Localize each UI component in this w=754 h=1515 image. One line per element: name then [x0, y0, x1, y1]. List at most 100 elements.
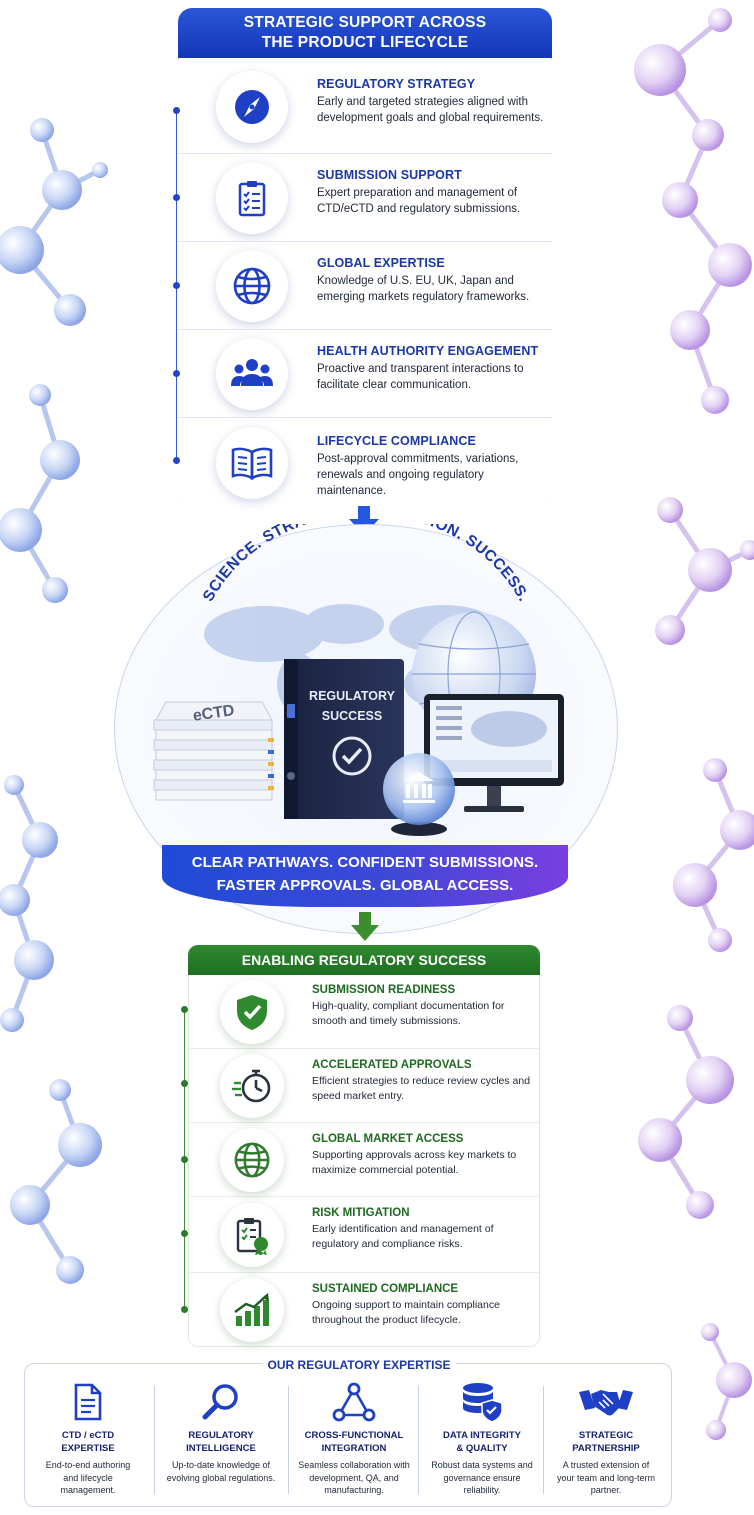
success-item-description: Early identification and management of r… — [312, 1223, 494, 1250]
column-divider — [543, 1386, 544, 1494]
support-item-title: REGULATORY STRATEGY — [317, 77, 476, 91]
expertise-item-title-line-1: CROSS-FUNCTIONAL — [304, 1430, 404, 1441]
column-divider — [288, 1386, 289, 1494]
success-item-title: GLOBAL MARKET ACCESS — [312, 1133, 464, 1145]
compass-icon — [216, 71, 288, 143]
expertise-item-title-line-2: EXPERTISE — [61, 1442, 115, 1454]
hero-illustration: SCIENCE. STRATEGY. SUBMISSION. SUCCESS. … — [153, 524, 564, 836]
support-item-title: GLOBAL EXPERTISE — [317, 256, 445, 270]
svg-text:SCIENCE. STRATEGY. SUBMISSION.: SCIENCE. STRATEGY. SUBMISSION. SUCCESS. — [200, 524, 532, 604]
network-triangle-icon — [290, 1380, 418, 1424]
support-item-title: LIFECYCLE COMPLIANCE — [317, 434, 476, 448]
arc-slogan: SCIENCE. STRATEGY. SUBMISSION. SUCCESS. — [200, 524, 532, 604]
expertise-item-title-line-1: DATA INTEGRITY — [443, 1430, 521, 1441]
open-book-icon — [216, 427, 288, 499]
success-item-global-market-access: GLOBAL MARKET ACCESS Supporting approval… — [188, 1123, 540, 1197]
expertise-item-title-line-2: INTELLIGENCE — [186, 1442, 256, 1454]
stopwatch-icon — [220, 1054, 284, 1118]
binder-label-line-1: REGULATORY — [309, 689, 396, 703]
expertise-item-description: Seamless collaboration with development,… — [298, 1460, 410, 1495]
globe-icon — [220, 1128, 284, 1192]
binder-label-line-2: SUCCESS — [322, 709, 382, 723]
enabling-success-header: ENABLING REGULATORY SUCCESS — [188, 945, 540, 975]
molecule-decoration-right-bottom — [638, 1005, 734, 1219]
header-line-2: THE PRODUCT LIFECYCLE — [261, 34, 469, 51]
support-item-global-expertise: GLOBAL EXPERTISE Knowledge of U.S. EU, U… — [178, 242, 552, 330]
expertise-item-description: Up-to-date knowledge of evolving global … — [166, 1460, 276, 1483]
support-item-lifecycle-compliance: LIFECYCLE COMPLIANCE Post-approval commi… — [178, 418, 552, 508]
support-item-submission-support: SUBMISSION SUPPORT Expert preparation an… — [178, 154, 552, 242]
molecule-decoration-left-mid — [0, 384, 80, 603]
support-item-description: Knowledge of U.S. EU, UK, Japan and emer… — [317, 275, 530, 303]
success-item-description: Efficient strategies to reduce review cy… — [312, 1075, 531, 1102]
molecule-decoration-left-lower — [0, 775, 58, 1032]
molecule-decoration-right-top — [634, 8, 752, 414]
timeline-dot — [181, 1080, 188, 1087]
down-arrow-icon — [351, 912, 379, 941]
timeline-dot — [173, 194, 180, 201]
ectd-document-stack: eCTD — [153, 701, 274, 801]
support-item-description: Proactive and transparent interactions t… — [317, 363, 524, 391]
expertise-item-description: End-to-end authoring and lifecycle manag… — [45, 1460, 131, 1495]
document-icon — [24, 1380, 152, 1424]
database-shield-icon — [418, 1380, 546, 1424]
lifecycle-support-header: STRATEGIC SUPPORT ACROSS THE PRODUCT LIF… — [178, 8, 552, 58]
timeline-dot — [173, 282, 180, 289]
success-item-title: SUSTAINED COMPLIANCE — [312, 1283, 459, 1295]
crystal-orb-icon — [383, 753, 455, 836]
support-item-title: SUBMISSION SUPPORT — [317, 168, 462, 182]
support-item-title: HEALTH AUTHORITY ENGAGEMENT — [317, 344, 539, 358]
slogan-line-2: FASTER APPROVALS. GLOBAL ACCESS. — [216, 877, 514, 894]
molecule-decoration-right-corner — [701, 1323, 752, 1440]
slogan-line-1: CLEAR PATHWAYS. CONFIDENT SUBMISSIONS. — [191, 854, 539, 871]
timeline-dot — [181, 1156, 188, 1163]
expertise-item-title-line-1: STRATEGIC — [578, 1430, 634, 1441]
slogan-banner: CLEAR PATHWAYS. CONFIDENT SUBMISSIONS. F… — [162, 845, 568, 907]
success-item-description: Ongoing support to maintain compliance t… — [312, 1299, 500, 1326]
molecule-decoration-right-mid — [655, 497, 754, 645]
timeline-dot — [173, 457, 180, 464]
expertise-item-title-line-2: & QUALITY — [456, 1442, 508, 1454]
molecule-decoration-right-lower — [673, 758, 754, 952]
timeline-dot — [173, 370, 180, 377]
column-divider — [154, 1386, 155, 1494]
success-item-risk-mitigation: RISK MITIGATION Early identification and… — [188, 1197, 540, 1273]
success-item-sustained-compliance: SUSTAINED COMPLIANCE Ongoing support to … — [188, 1273, 540, 1347]
monitor-dashboard-icon — [424, 694, 564, 812]
support-item-health-authority-engagement: HEALTH AUTHORITY ENGAGEMENT Proactive an… — [178, 330, 552, 418]
timeline-dot — [173, 107, 180, 114]
timeline-dot — [181, 1230, 188, 1237]
success-item-accelerated-approvals: ACCELERATED APPROVALS Efficient strategi… — [188, 1049, 540, 1123]
growth-chart-icon — [220, 1278, 284, 1342]
support-item-description: Expert preparation and management of CTD… — [317, 187, 521, 215]
globe-icon — [216, 250, 288, 322]
support-item-description: Early and targeted strategies aligned wi… — [317, 96, 544, 124]
people-group-icon — [216, 338, 288, 410]
expertise-title: OUR REGULATORY EXPERTISE — [262, 1356, 456, 1374]
expertise-item-title-line-1: CTD / eCTD — [61, 1430, 115, 1441]
molecule-decoration-left-top — [0, 118, 108, 326]
support-item-description: Post-approval commitments, variations, r… — [317, 453, 519, 497]
column-divider — [418, 1386, 419, 1494]
header-line-1: STRATEGIC SUPPORT ACROSS — [243, 14, 487, 31]
shield-check-icon — [220, 980, 284, 1044]
ectd-label: eCTD — [192, 702, 236, 725]
timeline-dot — [181, 1006, 188, 1013]
expertise-item-data-integrity: DATA INTEGRITY& QUALITY Robust data syst… — [418, 1380, 546, 1497]
success-item-description: Supporting approvals across key markets … — [312, 1149, 517, 1176]
expertise-item-title-line-2: PARTNERSHIP — [572, 1442, 640, 1454]
checklist-badge-icon — [220, 1203, 284, 1267]
expertise-item-title-line-1: REGULATORY — [188, 1430, 254, 1441]
success-item-title: ACCELERATED APPROVALS — [312, 1059, 472, 1071]
expertise-item-description: A trusted extension of your team and lon… — [556, 1460, 656, 1495]
timeline-dot — [181, 1306, 188, 1313]
success-item-submission-readiness: SUBMISSION READINESS High-quality, compl… — [188, 975, 540, 1049]
success-item-title: SUBMISSION READINESS — [312, 984, 456, 996]
expertise-item-title-line-2: INTEGRATION — [321, 1442, 387, 1454]
support-item-regulatory-strategy: REGULATORY STRATEGY Early and targeted s… — [178, 60, 552, 154]
regulatory-binder-icon: REGULATORY SUCCESS — [284, 659, 404, 819]
